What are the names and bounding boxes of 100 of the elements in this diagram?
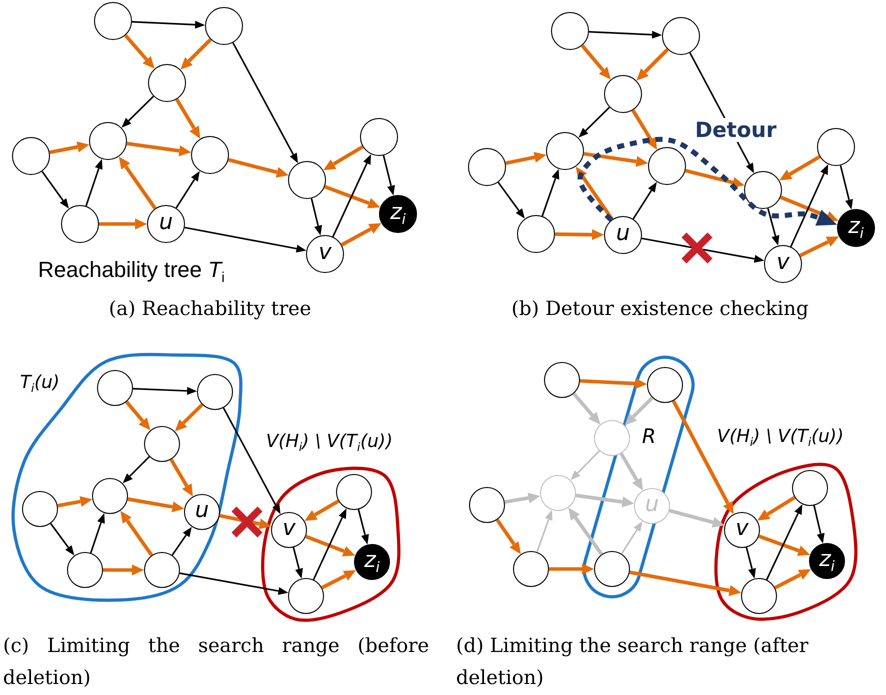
arrow <box>132 20 206 29</box>
arrow <box>228 158 289 178</box>
node-label: v <box>735 518 749 540</box>
arrow <box>496 518 521 554</box>
arrow <box>757 496 796 521</box>
graph-node <box>360 118 398 156</box>
arrow <box>620 452 643 490</box>
arrow <box>170 458 193 496</box>
arrow <box>685 168 745 188</box>
figure-caption: (d) Limiting the search range (after deletion) <box>456 633 810 691</box>
node-label: v <box>282 518 296 540</box>
graph-node <box>648 147 686 185</box>
graph-node <box>741 578 777 614</box>
arrow <box>620 521 642 554</box>
graph-node <box>191 136 229 174</box>
arrow <box>172 526 192 556</box>
arrow <box>636 48 669 81</box>
arrow <box>41 170 69 209</box>
set-label: R <box>642 425 656 447</box>
arrow <box>304 500 340 521</box>
arrow <box>382 155 395 196</box>
arrow <box>120 510 154 556</box>
arrow <box>310 198 322 236</box>
arrow <box>292 547 303 579</box>
arrow <box>767 208 780 246</box>
arrow <box>542 168 560 216</box>
graph-node <box>144 552 180 588</box>
graph-node <box>517 215 555 253</box>
graph-node <box>604 75 642 113</box>
graph-node <box>744 171 782 209</box>
graph-node <box>469 487 505 523</box>
node-label: u <box>195 500 209 522</box>
arrow <box>323 145 364 170</box>
graph-node <box>764 245 802 283</box>
graph-node <box>89 122 127 160</box>
arrow <box>57 496 92 508</box>
graph-node <box>544 362 580 398</box>
arrow <box>232 42 298 164</box>
annotation-text: Reachability tree T$_{i}$ <box>38 257 225 283</box>
graph-node <box>540 475 576 511</box>
graph-node <box>97 370 133 406</box>
arrow <box>672 400 734 514</box>
graph-node <box>604 216 642 254</box>
graph-node <box>468 148 506 186</box>
arrow <box>312 508 346 580</box>
arrow <box>175 98 200 139</box>
figure-caption: (b) Detour existence checking <box>510 296 810 322</box>
arrow <box>332 154 372 238</box>
arrow <box>780 196 838 222</box>
dashed-arrow <box>578 136 838 226</box>
arrow <box>180 38 212 70</box>
arrow <box>568 508 604 556</box>
arrow <box>219 514 272 530</box>
arrow <box>642 238 764 263</box>
graph-node <box>61 205 99 243</box>
arrow <box>813 505 825 544</box>
arrow <box>580 44 611 80</box>
set-label: V(H$_{i}$) \ V(T$_{i}$(u)) <box>717 426 844 448</box>
graph-node <box>792 470 828 506</box>
graph-node <box>94 2 132 40</box>
node-label: z$_{i}$ <box>390 202 406 224</box>
arrow <box>103 564 144 576</box>
graph-node <box>144 426 180 462</box>
arrow <box>50 523 74 556</box>
arrow <box>549 564 594 574</box>
arrow <box>184 226 306 253</box>
arrow <box>132 386 198 395</box>
node-label: u <box>645 494 659 516</box>
graph-node <box>379 195 417 233</box>
graph-node <box>184 494 220 530</box>
arrow <box>799 236 839 258</box>
arrow <box>498 182 525 219</box>
graph-node <box>336 474 372 510</box>
node-label: u <box>616 223 630 245</box>
arrow <box>584 152 648 167</box>
arrow <box>340 223 382 246</box>
graph-node <box>147 205 185 243</box>
arrow <box>746 547 756 579</box>
arrow <box>631 109 658 150</box>
graph-node <box>288 161 326 199</box>
graph-node <box>817 128 855 166</box>
graph-node <box>197 374 233 410</box>
graph-node <box>354 544 390 580</box>
node-label: v <box>318 242 332 264</box>
arrow <box>122 456 150 484</box>
graph-node <box>92 478 128 514</box>
arrow <box>554 229 604 240</box>
arrow <box>99 218 147 230</box>
graph-node <box>205 7 243 45</box>
figure-caption: (a) Reachability tree <box>108 296 312 322</box>
arrow <box>358 509 369 545</box>
arrow <box>124 34 155 69</box>
arrow <box>324 184 380 208</box>
graph-node <box>546 132 584 170</box>
arrow <box>127 497 184 512</box>
arrow <box>505 152 546 165</box>
arrow <box>305 534 356 556</box>
graph-node <box>271 512 307 548</box>
arrow <box>632 182 657 220</box>
arrow <box>321 570 356 590</box>
